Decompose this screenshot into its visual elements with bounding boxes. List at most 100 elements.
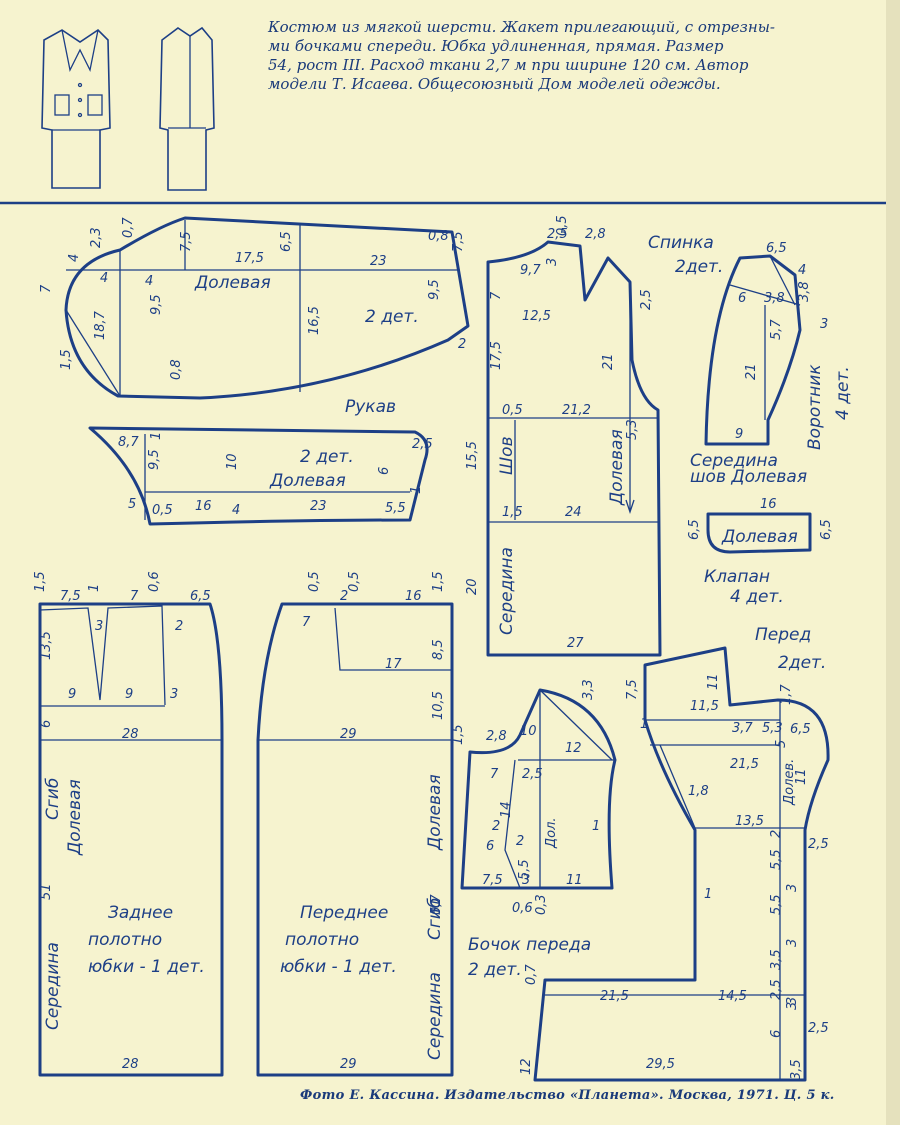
measurement-label: 9: [125, 687, 133, 702]
measurement-label: 7,5: [179, 231, 194, 252]
skirt-front-grain: Долевая: [425, 774, 445, 851]
skirt-back-grain: Долевая: [65, 779, 85, 856]
measurement-label: 1: [87, 584, 102, 592]
sketch-back-view: [159, 26, 215, 191]
front-grain: Долев.: [782, 759, 797, 806]
measurement-label: 27: [567, 636, 584, 651]
measurement-label: 3: [522, 873, 530, 888]
side-title-1: Бочок переда: [468, 935, 591, 955]
measurement-label: 4: [67, 254, 82, 262]
measurement-label: 6: [377, 467, 392, 475]
measurement-label: 15,5: [465, 441, 480, 470]
measurement-label: 5: [128, 497, 136, 512]
measurement-label: 7,5: [625, 679, 640, 700]
description-line: ми бочками спереди. Юбка удлиненная, пря…: [268, 37, 724, 55]
measurement-label: 6: [486, 839, 494, 854]
measurement-label: 3: [820, 317, 828, 332]
back-grain: Долевая: [607, 429, 627, 506]
measurement-label: 2,8: [486, 729, 507, 744]
measurement-label: 0,5: [152, 503, 173, 518]
measurement-label: 1,5: [502, 505, 523, 520]
skirt-front-title-1: Переднее: [300, 903, 388, 923]
measurement-label: 1,5: [33, 571, 48, 592]
sleeve-lower-grain: Долевая: [269, 471, 346, 491]
skirt-back-fold: Сгиб: [43, 778, 63, 820]
measurement-label: 1: [409, 486, 424, 494]
measurement-label: 10: [225, 453, 240, 470]
measurement-label: 0,7: [121, 217, 136, 238]
measurement-label: 6,5: [190, 589, 211, 604]
measurement-label: 2,5: [547, 227, 568, 242]
measurement-label: 4: [232, 503, 240, 518]
measurement-label: 2,5: [769, 979, 784, 1000]
measurement-label: 2: [492, 819, 500, 834]
description-line: модели Т. Исаева. Общесоюзный Дом моделе…: [268, 75, 721, 93]
measurement-label: 28: [122, 727, 139, 742]
measurement-label: 3,8: [764, 291, 785, 306]
skirt-back-title-3: юбки - 1 дет.: [88, 957, 205, 977]
measurement-label: 18,7: [93, 310, 108, 340]
measurement-label: 6,5: [819, 519, 834, 540]
sleeve-upper-grain: Долевая: [194, 273, 271, 293]
measurement-label: 3: [785, 997, 800, 1005]
measurement-label: 7: [130, 589, 139, 604]
measurement-label: 17,5: [489, 341, 504, 370]
skirt-front-title-2: полотно: [285, 930, 359, 950]
measurement-label: 3,5: [789, 1059, 804, 1080]
measurement-label: 6,5: [766, 241, 787, 256]
measurement-label: 6: [738, 291, 746, 306]
measurement-label: 21,2: [562, 403, 591, 418]
measurement-label: 11,5: [690, 699, 719, 714]
measurement-label: 16: [195, 499, 212, 514]
measurement-label: 5,5: [385, 501, 406, 516]
measurement-label: 5,3: [762, 721, 783, 736]
measurement-label: 10,5: [431, 691, 446, 720]
measurement-label: 17,5: [235, 251, 264, 266]
skirt-front-fold: Сгиб: [425, 898, 445, 940]
measurement-label: 3: [170, 687, 178, 702]
measurement-label: 1,5: [431, 571, 446, 592]
measurement-label: 7: [302, 615, 311, 630]
measurement-label: 21: [601, 353, 616, 370]
measurement-label: 9,5: [147, 449, 162, 470]
measurement-label: 2,5: [808, 1021, 829, 1036]
measurement-label: 29: [340, 1057, 357, 1072]
measurement-label: 3: [785, 939, 800, 947]
measurement-label: 1,5: [451, 724, 466, 745]
measurement-label: 29,5: [646, 1057, 675, 1072]
front-title-1: Перед: [755, 625, 811, 645]
measurement-label: 10: [520, 724, 537, 739]
measurement-label: 9,7: [520, 263, 541, 278]
measurement-label: 0,8: [169, 359, 184, 380]
measurement-label: 12: [565, 741, 582, 756]
back-seam-label: Шов: [497, 436, 517, 475]
measurement-label: 1,5: [59, 349, 74, 370]
description: Костюм из мягкой шерсти. Жакет прилегающ…: [268, 18, 848, 94]
measurement-label: 6,5: [279, 231, 294, 252]
measurement-label: 8,7: [118, 435, 139, 450]
measurement-label: 1,8: [688, 784, 709, 799]
collar-piece: Воротник 4 дет. Середина шов Долевая 6,5…: [690, 241, 853, 487]
measurement-label: 6,5: [687, 519, 702, 540]
measurement-label: 3,7: [732, 721, 753, 736]
measurement-label: 7,5: [451, 231, 466, 252]
measurement-label: 2,8: [585, 227, 606, 242]
measurement-label: 3: [95, 619, 103, 634]
measurement-label: 0,5: [555, 215, 570, 236]
back-middle-label: Середина: [497, 547, 517, 635]
measurement-label: 4: [798, 263, 806, 278]
measurement-label: 0,5: [347, 571, 362, 592]
measurement-label: 21,5: [730, 757, 759, 772]
measurement-label: 24: [565, 505, 582, 520]
collar-seam: шов Долевая: [690, 467, 807, 487]
measurement-label: 4: [100, 271, 108, 286]
measurement-label: 0,5: [307, 571, 322, 592]
skirt-front-title-3: юбки - 1 дет.: [280, 957, 397, 977]
measurement-label: 3: [785, 1002, 800, 1010]
measurement-label: 5,7: [769, 319, 784, 340]
measurement-label: 2,5: [522, 767, 543, 782]
skirt-front-piece: Переднее полотно юбки - 1 дет. Долевая С…: [256, 571, 454, 1077]
